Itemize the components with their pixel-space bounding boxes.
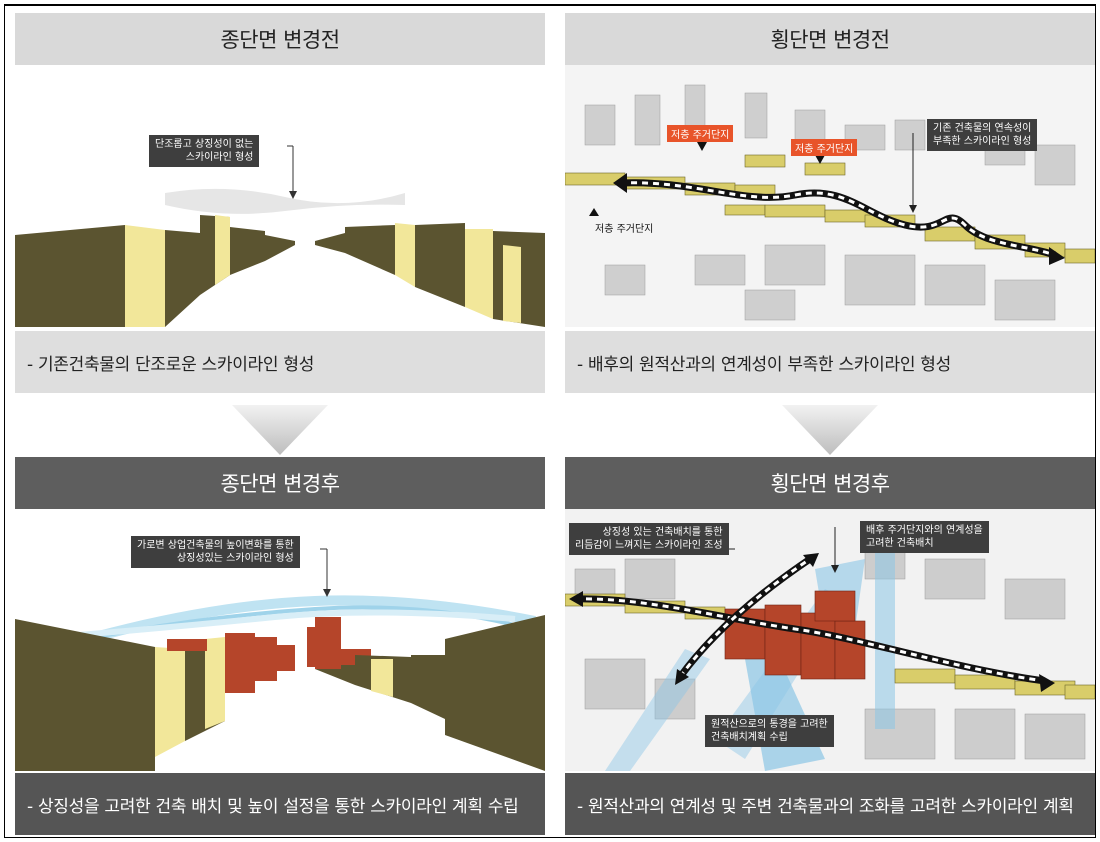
panel-longitudinal-after: 종단면 변경후: [15, 457, 545, 835]
label-low-rise-3: 저층 주거단지: [595, 224, 654, 235]
caption: - 상징성을 고려한 건축 배치 및 높이 설정을 통한 스카이라인 계획 수립: [15, 773, 545, 835]
down-arrow-right: [782, 405, 878, 455]
aerial-view-before: 저층 주거단지 저층 주거단지 저층 주거단지 기존 건축물의 연속성이 부족한…: [565, 65, 1095, 327]
caption: - 배후의 원적산과의 연계성이 부족한 스카이라인 형성: [565, 331, 1095, 393]
callout-height-variation: 가로변 상업건축물의 높이변화를 통한 상징성있는 스카이라인 형성: [131, 536, 300, 568]
street-view-before: 단조롭고 상징성이 없는 스카이라인 형성: [15, 65, 545, 327]
panel-title: 횡단면 변경전: [565, 13, 1095, 65]
aerial-view-after: 상징성 있는 건축배치를 통한 리듬감이 느껴지는 스카이라인 조성 배후 주거…: [565, 509, 1095, 771]
callout-rhythmic-skyline: 상징성 있는 건축배치를 통한 리듬감이 느껴지는 스카이라인 조성: [569, 523, 729, 555]
callout-continuity: 기존 건축물의 연속성이 부족한 스카이라인 형성: [927, 119, 1038, 151]
caption: - 기존건축물의 단조로운 스카이라인 형성: [15, 331, 545, 393]
street-view-after: 가로변 상업건축물의 높이변화를 통한 상징성있는 스카이라인 형성: [15, 509, 545, 771]
tag-low-rise-1: 저층 주거단지: [667, 125, 734, 142]
caption: - 원적산과의 연계성 및 주변 건축물과의 조화를 고려한 스카이라인 계획: [565, 773, 1095, 835]
panel-title: 종단면 변경전: [15, 13, 545, 65]
panel-title: 횡단면 변경후: [565, 457, 1095, 509]
callout-residential-connectivity: 배후 주거단지와의 연계성을 고려한 건축배치: [860, 521, 989, 553]
tag-low-rise-2: 저층 주거단지: [791, 139, 858, 156]
figure-frame: [4, 4, 1096, 838]
callout-view-corridor: 원적산으로의 통경을 고려한 건축배치계획 수립: [705, 715, 834, 747]
down-arrow-left: [232, 405, 328, 455]
panel-cross-section-before: 횡단면 변경전: [565, 13, 1095, 393]
panel-title: 종단면 변경후: [15, 457, 545, 509]
panel-longitudinal-before: 종단면 변경전: [15, 13, 545, 393]
callout-monotone-skyline: 단조롭고 상징성이 없는 스카이라인 형성: [149, 135, 260, 167]
panel-cross-section-after: 횡단면 변경후: [565, 457, 1095, 835]
